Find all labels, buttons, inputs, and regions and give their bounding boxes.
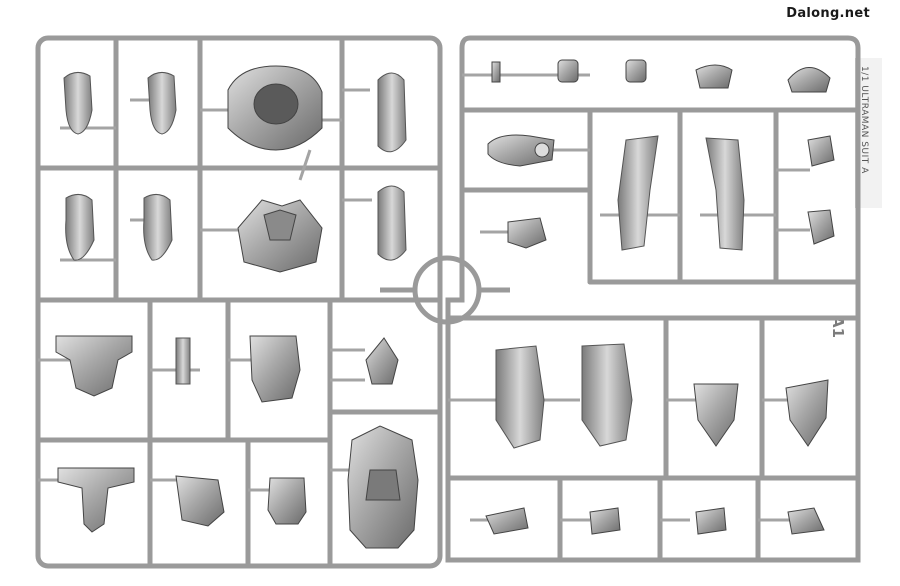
part-boot-sole-a: [377, 72, 407, 153]
part-knee-block: [267, 477, 307, 525]
part-helmet-back: [227, 65, 323, 151]
center-ring: [380, 232, 510, 325]
part-waist-belt: [55, 335, 133, 397]
part-crotch-piece: [57, 467, 135, 533]
part-shoulder-block: [249, 335, 301, 403]
part-forearm-left-a: [63, 72, 177, 135]
part-chest-plate: [237, 199, 323, 273]
part-small-knee-caps: [807, 135, 835, 245]
part-shin-pair: [617, 135, 745, 251]
part-small-pieces-row: [491, 59, 831, 93]
part-connector-block: [507, 217, 547, 249]
part-head-crest: [365, 337, 399, 385]
sprue-name-text: 1/1 ULTRAMAN SUIT A: [859, 66, 869, 174]
part-thigh-pair: [495, 343, 633, 449]
part-bottom-joints: [485, 507, 825, 535]
part-wrist-joint: [487, 134, 555, 167]
right-frame-runners: [445, 35, 861, 563]
watermark-text: Dalong.net: [786, 6, 870, 21]
part-glove: [175, 475, 225, 527]
part-small-bracket: [175, 337, 191, 385]
part-torso-front: [347, 425, 419, 549]
left-frame-runners: [35, 35, 443, 569]
part-hand-pair: [65, 194, 173, 261]
part-arm-guards: [693, 379, 829, 447]
part-boot-sole-b: [377, 185, 407, 261]
